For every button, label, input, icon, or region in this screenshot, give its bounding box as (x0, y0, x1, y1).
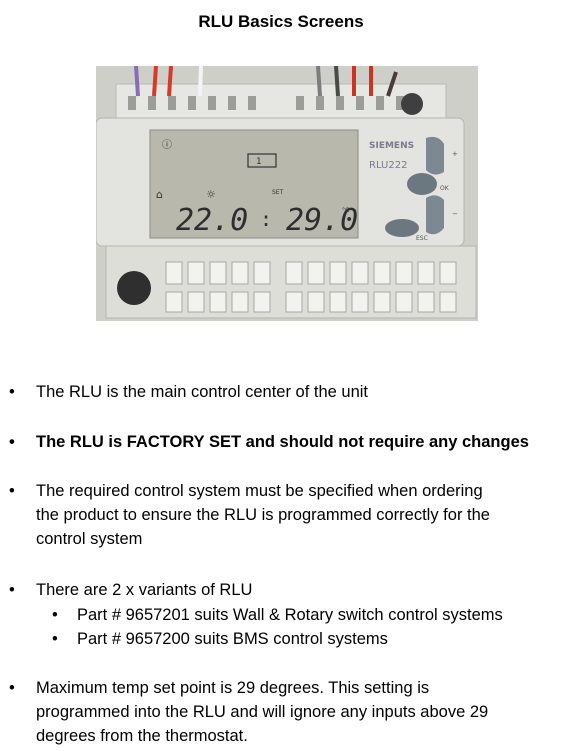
minus-label: − (452, 210, 458, 218)
brand-logo: SIEMENS (369, 141, 414, 151)
minus-button[interactable] (426, 195, 444, 235)
bullet-line: control system (36, 530, 143, 548)
bullet-text: There are 2 x variants of RLU (36, 581, 253, 599)
sub-bullet-text: Part # 9657200 suits BMS control systems (77, 630, 388, 648)
esc-label: ESC (416, 235, 428, 242)
svg-text:⌂: ⌂ (156, 188, 163, 201)
rlu-controller-photo: ⓘ 1 SET ⌂ ☼ 22.0 : 29.0 °C SIEMENS RLU22… (96, 66, 478, 321)
bullet-line: the product to ensure the RLU is program… (36, 506, 490, 524)
bullet-marker: • (9, 383, 15, 401)
bullet-text: The RLU is the main control center of th… (36, 383, 368, 401)
plus-button[interactable] (426, 136, 444, 175)
ok-label: OK (440, 185, 450, 192)
bullet-line: The required control system must be spec… (36, 482, 483, 500)
esc-button[interactable] (385, 219, 419, 237)
bullet-item: • There are 2 x variants of RLU (9, 578, 556, 602)
bullet-line: Maximum temp set point is 29 degrees. Th… (36, 679, 430, 697)
bullet-item: • The RLU is the main control center of … (9, 380, 556, 404)
sub-bullet-item: • Part # 9657200 suits BMS control syste… (52, 627, 557, 651)
lcd-indicator: 1 (256, 157, 262, 167)
bullet-line: degrees from the thermostat. (36, 727, 248, 745)
lcd-set-label: SET (272, 189, 284, 196)
ok-button[interactable] (407, 173, 437, 195)
sub-bullet-marker: • (52, 606, 58, 624)
svg-text:ⓘ: ⓘ (162, 139, 172, 151)
lcd-setpoint-temp: 29.0 (286, 203, 358, 238)
bullet-text: The RLU is FACTORY SET and should not re… (36, 433, 529, 451)
bullet-item: • Maximum temp set point is 29 degrees. … (9, 676, 556, 748)
bullet-marker: • (9, 482, 15, 500)
sub-bullet-text: Part # 9657201 suits Wall & Rotary switc… (77, 606, 503, 624)
lcd-colon: : (260, 207, 272, 231)
bullet-marker: • (9, 581, 15, 599)
bullet-marker: • (9, 433, 15, 451)
bullet-marker: • (9, 679, 15, 697)
lcd-current-temp: 22.0 (176, 203, 248, 238)
lcd-unit: °C (342, 207, 349, 214)
bullet-item: • The RLU is FACTORY SET and should not … (9, 430, 556, 454)
model-label: RLU222 (369, 160, 407, 171)
bullet-item: • The required control system must be sp… (9, 479, 556, 551)
bullet-line: programmed into the RLU and will ignore … (36, 703, 489, 721)
sub-bullet-item: • Part # 9657201 suits Wall & Rotary swi… (52, 603, 557, 627)
svg-text:☼: ☼ (206, 188, 216, 201)
sub-bullet-marker: • (52, 630, 58, 648)
plus-label: + (452, 150, 458, 158)
page-title: RLU Basics Screens (198, 12, 364, 31)
